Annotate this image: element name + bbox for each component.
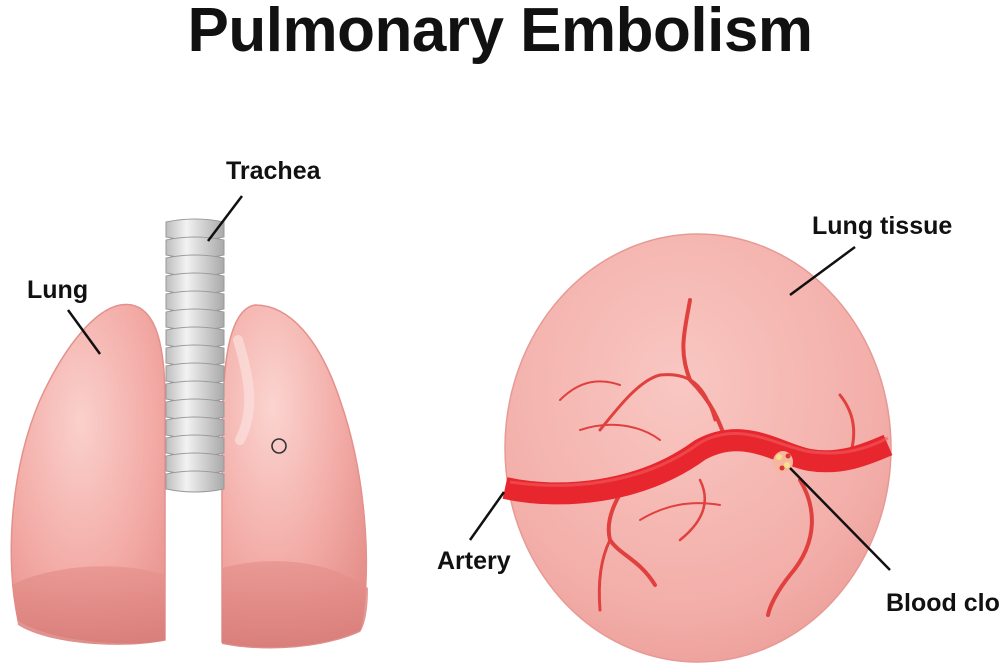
trachea-label: Trachea bbox=[226, 157, 321, 185]
trachea-leader-line bbox=[207, 195, 243, 242]
trachea-ring bbox=[165, 470, 225, 493]
lung-leader-line bbox=[66, 309, 102, 355]
blood-clot-leader-line bbox=[789, 467, 891, 571]
artery-leader-line bbox=[468, 491, 506, 541]
blood-clot-icon bbox=[773, 451, 793, 473]
lung-label: Lung bbox=[27, 276, 89, 304]
artery-label: Artery bbox=[437, 547, 511, 575]
lung-tissue-leader-line bbox=[789, 245, 856, 297]
right-lung bbox=[221, 304, 368, 649]
left-lung bbox=[10, 303, 166, 645]
lung-tissue-label: Lung tissue bbox=[812, 212, 953, 240]
page-title: Pulmonary Embolism bbox=[187, 0, 813, 65]
lung-tissue-circle bbox=[502, 233, 893, 663]
trachea-rings bbox=[165, 218, 225, 493]
embolism-marker-icon bbox=[271, 438, 287, 454]
blood-clot-label: Blood clot bbox=[886, 589, 1000, 617]
